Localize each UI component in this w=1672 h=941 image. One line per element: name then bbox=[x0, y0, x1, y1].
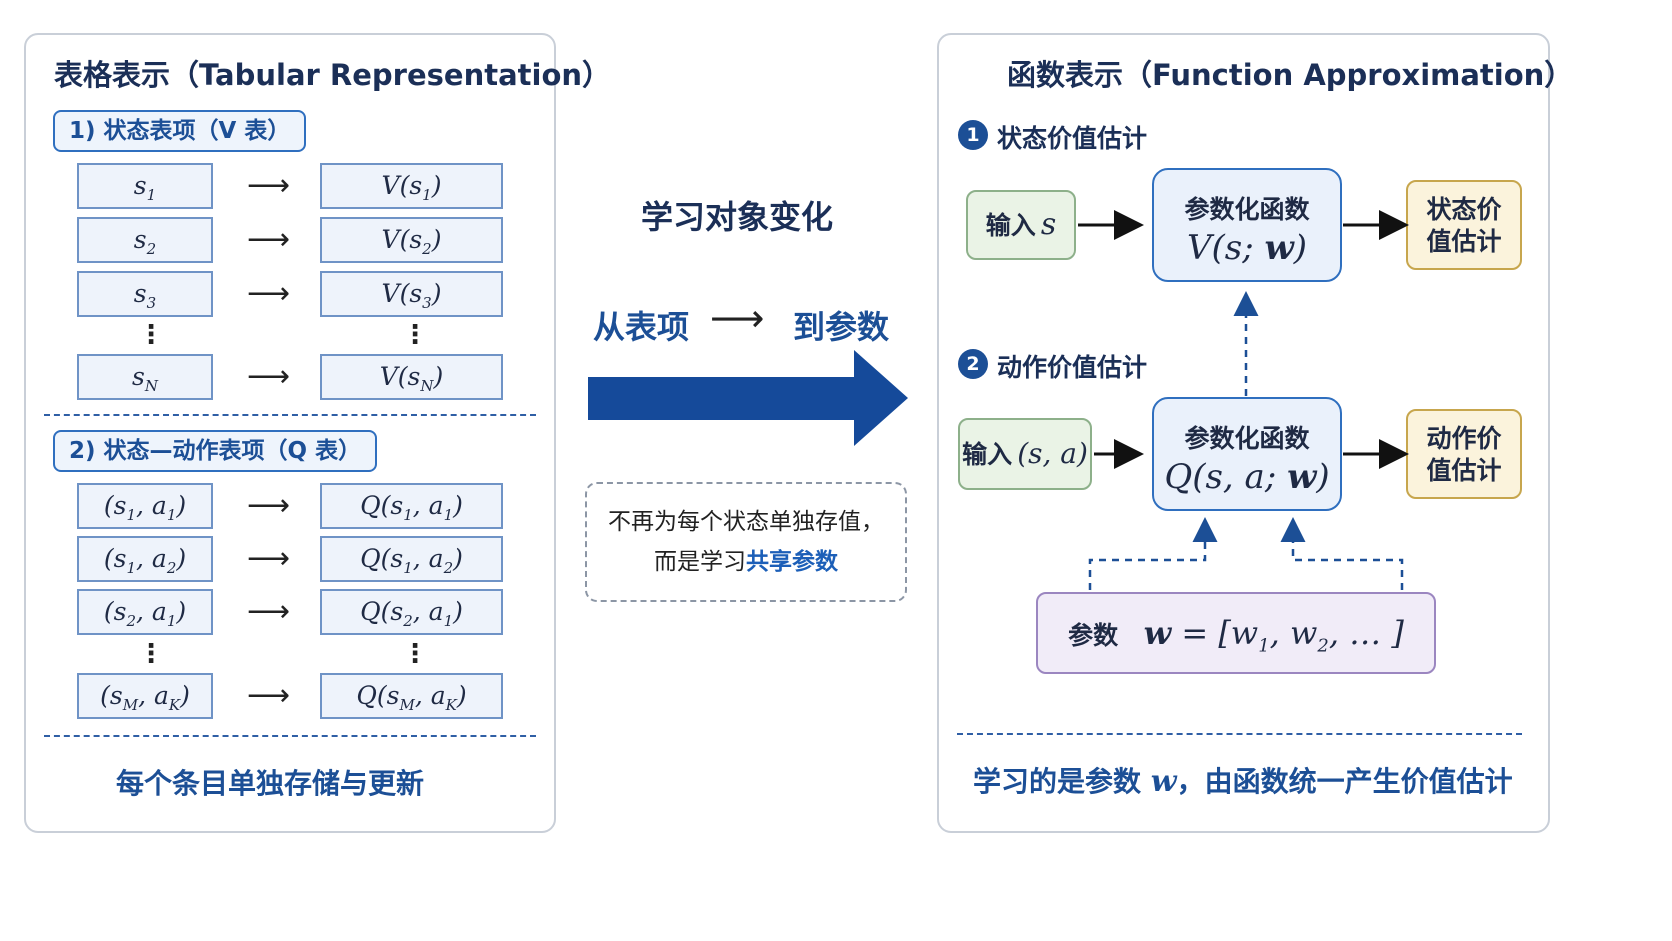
state-action-input-box: 输入 (s, a) bbox=[958, 418, 1092, 490]
note-line-1: 不再为每个状态单独存值， bbox=[608, 509, 884, 535]
state-function-formula: V(s; w) bbox=[1186, 228, 1308, 268]
step-1-badge: 1 bbox=[958, 120, 988, 150]
tabular-footer: 每个条目单独存储与更新 bbox=[116, 767, 425, 800]
step-1-heading: 状态价值估计 bbox=[997, 124, 1148, 153]
parameter-box: 参数 w = [w1, w2, … ] bbox=[1036, 592, 1436, 674]
v-arrow-n: ⟶ bbox=[247, 359, 291, 394]
tabular-title: 表格表示（Tabular Representation） bbox=[54, 58, 612, 92]
q-value-cell-1: Q(s1, a1) bbox=[320, 483, 503, 529]
param-to-function-link-left bbox=[1088, 517, 1218, 590]
v-dots-left: ⋮ bbox=[138, 320, 164, 350]
v-state-cell-1: s1 bbox=[77, 163, 213, 209]
note-highlight: 共享参数 bbox=[746, 549, 838, 575]
q-dots-left: ⋮ bbox=[138, 639, 164, 669]
step-2-badge: 2 bbox=[958, 349, 988, 379]
function-title: 函数表示（Function Approximation） bbox=[1007, 58, 1574, 92]
v-state-cell-3: s3 bbox=[77, 271, 213, 317]
q-pair-cell-2: (s1, a2) bbox=[77, 536, 213, 582]
learning-target-title: 学习对象变化 bbox=[641, 198, 834, 236]
state-value-output-box: 状态价值估计 bbox=[1406, 180, 1522, 270]
big-transition-arrow bbox=[588, 350, 908, 446]
right-divider bbox=[957, 733, 1522, 735]
note-line-2: 而是学习共享参数 bbox=[654, 549, 838, 575]
function-connectors bbox=[1078, 210, 1409, 590]
v-value-cell-1: V(s1) bbox=[320, 163, 503, 209]
v-value-cell-3: V(s3) bbox=[320, 271, 503, 317]
q-pair-cell-3: (s2, a1) bbox=[77, 589, 213, 635]
action-function-box: 参数化函数 Q(s, a; w) bbox=[1152, 397, 1342, 511]
q-arrow-2: ⟶ bbox=[247, 541, 291, 576]
v-arrow-3: ⟶ bbox=[247, 276, 291, 311]
state-input-box: 输入 s bbox=[966, 190, 1076, 260]
v-value-cell-n: V(sN) bbox=[320, 354, 503, 400]
left-divider-2 bbox=[44, 735, 536, 737]
q-dots-right: ⋮ bbox=[402, 639, 428, 669]
to-params-label: 到参数 bbox=[793, 308, 890, 346]
state-function-label: 参数化函数 bbox=[1184, 195, 1310, 224]
q-value-cell-mk: Q(sM, aK) bbox=[320, 673, 503, 719]
v-state-cell-n: sN bbox=[77, 354, 213, 400]
q-table-label: 2) 状态—动作表项（Q 表） bbox=[53, 430, 378, 472]
v-arrow-2: ⟶ bbox=[247, 222, 291, 257]
q-arrow-1: ⟶ bbox=[247, 488, 291, 523]
q-value-cell-3: Q(s2, a1) bbox=[320, 589, 503, 635]
v-table-label: 1) 状态表项（V 表） bbox=[53, 110, 307, 152]
function-footer: 学习的是参数 w，由函数统一产生价值估计 bbox=[973, 764, 1513, 799]
step-2-heading: 动作价值估计 bbox=[997, 353, 1148, 382]
action-function-label: 参数化函数 bbox=[1184, 424, 1310, 453]
action-value-output-box: 动作价值估计 bbox=[1406, 409, 1522, 499]
param-to-function-link-right bbox=[1280, 517, 1404, 590]
from-to-arrow: ⟶ bbox=[710, 296, 765, 340]
q-pair-cell-1: (s1, a1) bbox=[77, 483, 213, 529]
state-function-box: 参数化函数 V(s; w) bbox=[1152, 168, 1342, 282]
action-function-formula: Q(s, a; w) bbox=[1164, 457, 1330, 497]
v-dots-right: ⋮ bbox=[402, 320, 428, 350]
v-arrow-1: ⟶ bbox=[247, 168, 291, 203]
q-arrow-mk: ⟶ bbox=[247, 678, 291, 713]
q-value-cell-2: Q(s1, a2) bbox=[320, 536, 503, 582]
left-divider-1 bbox=[44, 414, 536, 416]
v-value-cell-2: V(s2) bbox=[320, 217, 503, 263]
shared-params-note: 不再为每个状态单独存值， 而是学习共享参数 bbox=[585, 482, 907, 602]
from-entries-label: 从表项 bbox=[593, 308, 690, 346]
v-state-cell-2: s2 bbox=[77, 217, 213, 263]
q-arrow-3: ⟶ bbox=[247, 594, 291, 629]
q-pair-cell-mk: (sM, aK) bbox=[77, 673, 213, 719]
